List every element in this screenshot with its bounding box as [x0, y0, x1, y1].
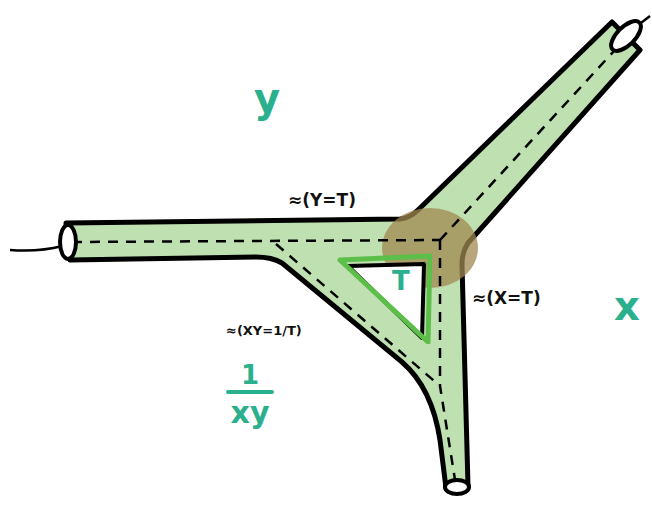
tropical-spine [72, 38, 626, 486]
limit-label: ≈(XY=1/T) [226, 324, 302, 337]
spine-segment [276, 244, 440, 386]
hole-label: T [392, 268, 410, 294]
limit-label: ≈(Y=T) [288, 192, 356, 209]
fraction-bar [228, 390, 272, 394]
tube-surface [66, 22, 640, 488]
tube-end [606, 16, 646, 56]
hole-marker: T [328, 252, 432, 344]
triangle-outline [340, 256, 430, 342]
fraction-denominator: xy [231, 398, 270, 428]
triangle-outline [328, 252, 432, 344]
tube-end [445, 480, 469, 494]
coordinate-label: x [614, 286, 640, 326]
coordinate-label: y [254, 78, 280, 118]
spine-segment [72, 240, 440, 242]
spine-segment [440, 240, 456, 486]
spine-segment [440, 38, 626, 240]
tube-end [60, 225, 76, 259]
fraction-numerator: 1 [241, 362, 259, 388]
wire [10, 246, 62, 251]
limit-label: ≈(X=T) [472, 290, 541, 307]
